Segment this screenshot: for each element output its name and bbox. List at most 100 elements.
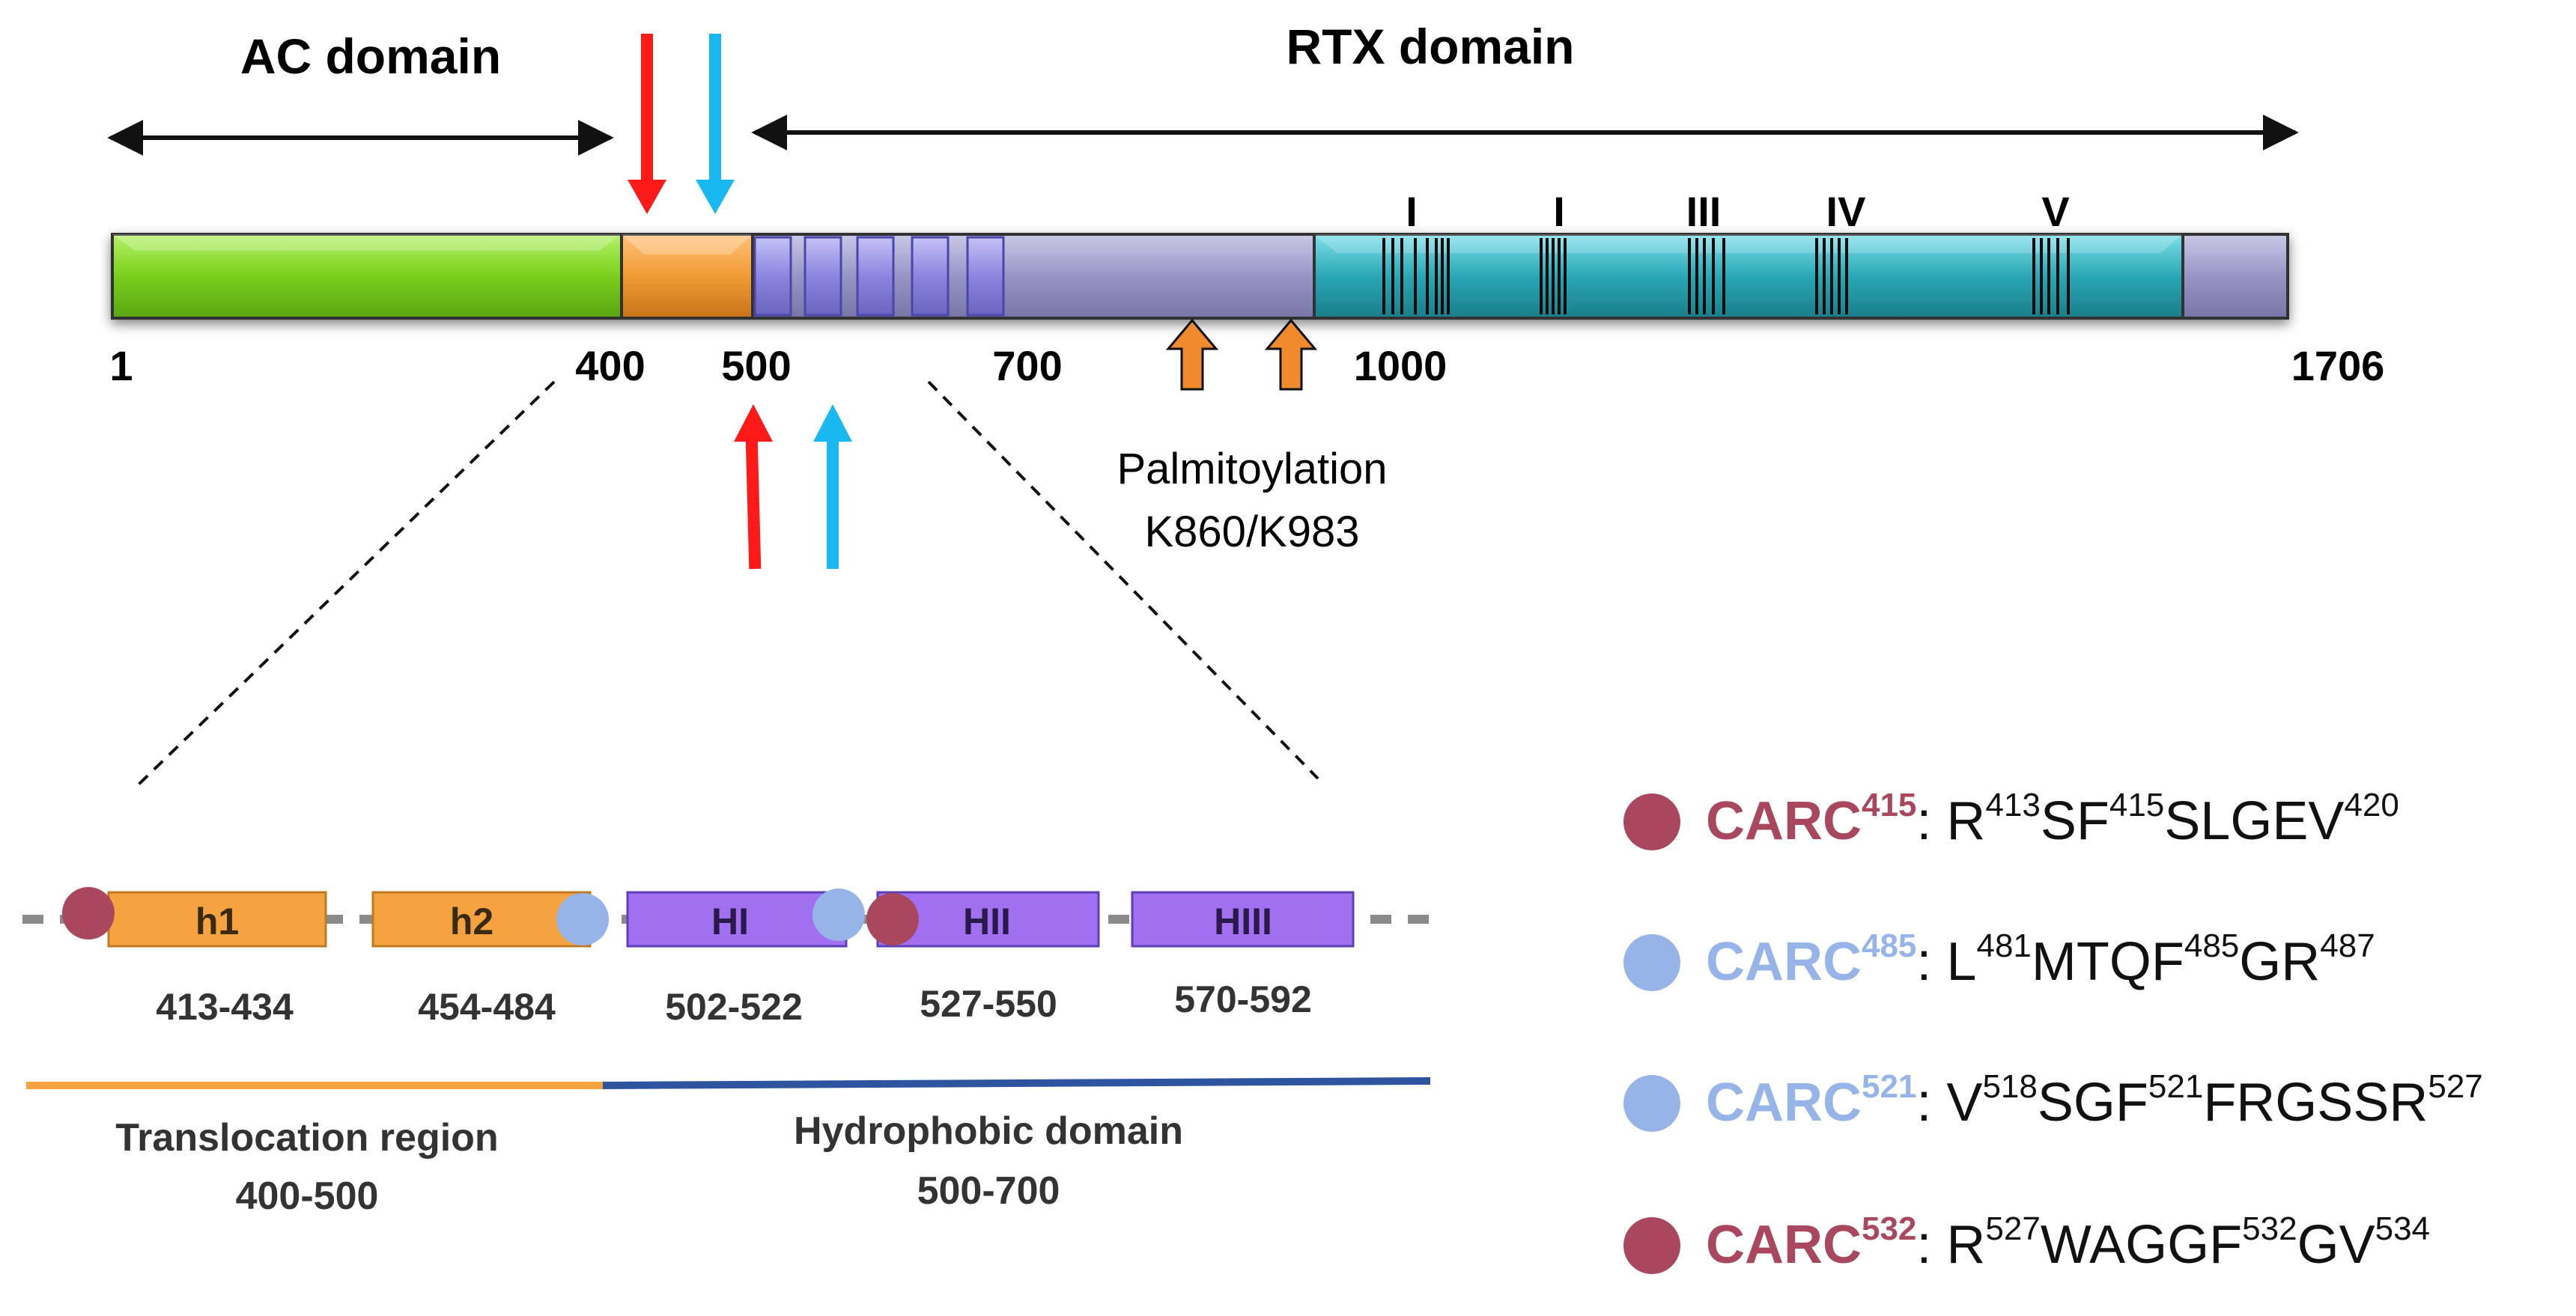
motif-residues: FRGSSR	[2203, 1073, 2428, 1133]
helix-hiii-range: 570-592	[1174, 978, 1312, 1020]
position-1000: 1000	[1354, 342, 1448, 389]
zoom-line-right	[927, 380, 1319, 780]
motif-residues: SGF	[2037, 1073, 2148, 1133]
motif-position: 420	[2344, 787, 2399, 823]
bottom-blue-arrow	[813, 404, 852, 569]
carc-motif: R413SF415SLGEV420	[1946, 789, 2399, 852]
palmitoylation-sites-label: K860/K983	[1144, 508, 1359, 556]
helix-h2-name: h2	[450, 901, 493, 942]
zoom-line-left	[137, 380, 556, 786]
helix-hiii	[1131, 891, 1355, 948]
carc-name: CARC532	[1706, 1210, 1917, 1276]
carc-separator: :	[1916, 1215, 1947, 1275]
carc415-site-dot	[62, 887, 115, 939]
carc-legend-item: CARC415: R413SF415SLGEV420	[1617, 767, 2569, 879]
top-red-arrow	[628, 34, 666, 214]
carc-separator: :	[1916, 932, 1947, 992]
repeat-label-5: V	[2041, 188, 2069, 235]
helix-h1-name: h1	[195, 901, 239, 942]
helix-hii-range: 527-550	[920, 983, 1057, 1025]
motif-residues: GR	[2239, 932, 2321, 992]
position-500: 500	[721, 342, 791, 389]
carc-legend-item: CARC485: L481MTQF485GR487	[1617, 907, 2569, 1020]
carc-separator: :	[1916, 1073, 1947, 1133]
position-700: 700	[992, 342, 1062, 389]
motif-residues: GV	[2297, 1215, 2375, 1275]
carc-motif: L481MTQF485GR487	[1946, 930, 2375, 993]
motif-residues: R	[1946, 791, 1986, 851]
carc-motif: R527WAGGF532GV534	[1946, 1213, 2430, 1276]
carc-name: CARC521	[1706, 1068, 1917, 1133]
helix-h2	[371, 891, 592, 948]
helix-hi-range: 502-522	[665, 986, 803, 1028]
motif-position: 415	[2109, 787, 2165, 823]
carc-number: 532	[1861, 1210, 1917, 1247]
carc521-text: CARC521: V518SGF521FRGSSR527	[1706, 1061, 2483, 1144]
carc415-text: CARC415: R413SF415SLGEV420	[1706, 780, 2399, 862]
motif-residues: R	[1946, 1215, 1986, 1275]
carc-name: CARC485	[1706, 927, 1917, 993]
protein-bar	[111, 233, 2289, 320]
carc485-site-dot	[556, 893, 609, 945]
motif-residues: WAGGF	[2040, 1215, 2243, 1275]
motif-residues: SF	[2040, 791, 2109, 851]
helix-h1-range: 413-434	[156, 986, 294, 1028]
motif-position: 534	[2375, 1210, 2431, 1247]
bottom-red-arrow	[734, 404, 773, 570]
position-1: 1	[109, 342, 133, 389]
motif-residues: MTQF	[2031, 932, 2184, 992]
translocation-region-name: Translocation region	[115, 1116, 498, 1160]
repeat-label-3: III	[1686, 188, 1722, 235]
ac-domain-label: AC domain	[240, 28, 501, 84]
hydrophobic-domain-range: 500-700	[917, 1169, 1060, 1213]
motif-position: 521	[2148, 1068, 2204, 1105]
carc532-site-dot	[866, 893, 919, 945]
motif-position: 527	[2428, 1068, 2483, 1105]
helix-hii-name: HII	[963, 901, 1011, 942]
hydrophobic-domain-bar	[602, 1077, 1431, 1089]
helix-track	[22, 887, 1430, 948]
carc-legend-item: CARC521: V518SGF521FRGSSR527	[1617, 1048, 2569, 1160]
carc-name: CARC415	[1706, 787, 1917, 852]
carc-motif: V518SGF521FRGSSR527	[1946, 1070, 2482, 1133]
palmitoylation-arrow-k983	[1264, 318, 1318, 391]
carc521-dot	[1623, 1075, 1680, 1132]
hydrophobic-domain-name: Hydrophobic domain	[794, 1109, 1183, 1153]
motif-position: 413	[1985, 787, 2041, 823]
rtx-repeat-stripes	[1382, 238, 2070, 314]
motif-residues: SLGEV	[2164, 791, 2345, 851]
carc-legend-item: CARC532: R527WAGGF532GV534	[1617, 1190, 2569, 1303]
top-blue-arrow	[696, 34, 735, 214]
carc-number: 485	[1861, 927, 1917, 964]
carc-number: 415	[1861, 787, 1917, 823]
motif-position: 518	[1982, 1068, 2038, 1105]
motif-position: 527	[1985, 1210, 2041, 1247]
carc-separator: :	[1916, 791, 1947, 851]
palmitoylation-arrow-k860	[1165, 318, 1219, 391]
hydrophobic-helix-segments	[753, 236, 1005, 317]
motif-position: 481	[1976, 927, 2032, 964]
carc-number: 521	[1861, 1068, 1917, 1105]
translocation-region-range: 400-500	[236, 1175, 379, 1218]
motif-residues: L	[1946, 932, 1977, 992]
helix-hiii-name: HIII	[1214, 901, 1272, 942]
helix-hi-name: HI	[711, 901, 749, 942]
carc521-site-dot	[812, 889, 865, 941]
position-400: 400	[575, 342, 645, 389]
motif-position: 532	[2242, 1210, 2297, 1247]
repeat-label-1: I	[1406, 188, 1418, 235]
motif-position: 487	[2320, 927, 2375, 964]
helix-h2-range: 454-484	[418, 986, 556, 1028]
motif-position: 485	[2184, 927, 2240, 964]
rtx-domain-label: RTX domain	[1286, 19, 1574, 74]
carc532-text: CARC532: R527WAGGF532GV534	[1706, 1204, 2430, 1286]
motif-residues: V	[1946, 1073, 1983, 1133]
position-1706: 1706	[2291, 342, 2385, 389]
carc485-text: CARC485: L481MTQF485GR487	[1706, 921, 2375, 1003]
palmitoylation-label: Palmitoylation	[1117, 445, 1387, 493]
carc485-dot	[1623, 934, 1680, 991]
repeat-label-2: I	[1553, 188, 1565, 235]
c-terminal-block	[2181, 233, 2289, 320]
repeat-label-4: IV	[1826, 188, 1866, 235]
